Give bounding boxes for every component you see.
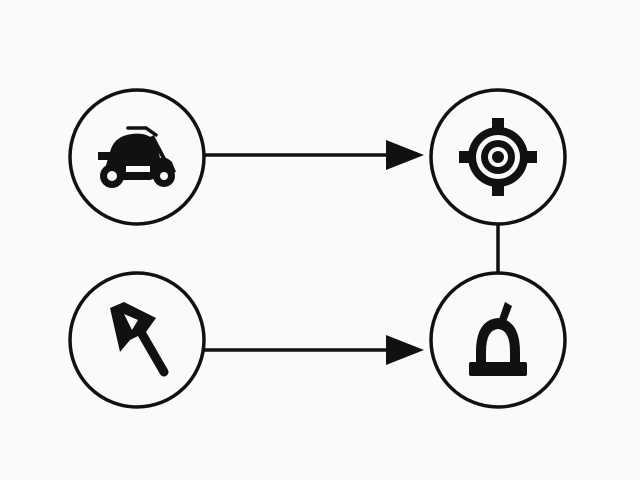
dome-lever-icon <box>469 302 527 376</box>
node-motorcycle <box>68 88 206 226</box>
trowel-icon <box>110 302 169 377</box>
arrowhead-motorcycle-to-target <box>386 140 424 170</box>
node-trowel <box>68 271 206 409</box>
node-dome <box>429 271 567 409</box>
node-target <box>429 88 567 226</box>
target-gear-icon <box>459 118 537 196</box>
arrowhead-trowel-to-dome <box>386 335 424 365</box>
motorcycle-icon <box>98 126 176 188</box>
